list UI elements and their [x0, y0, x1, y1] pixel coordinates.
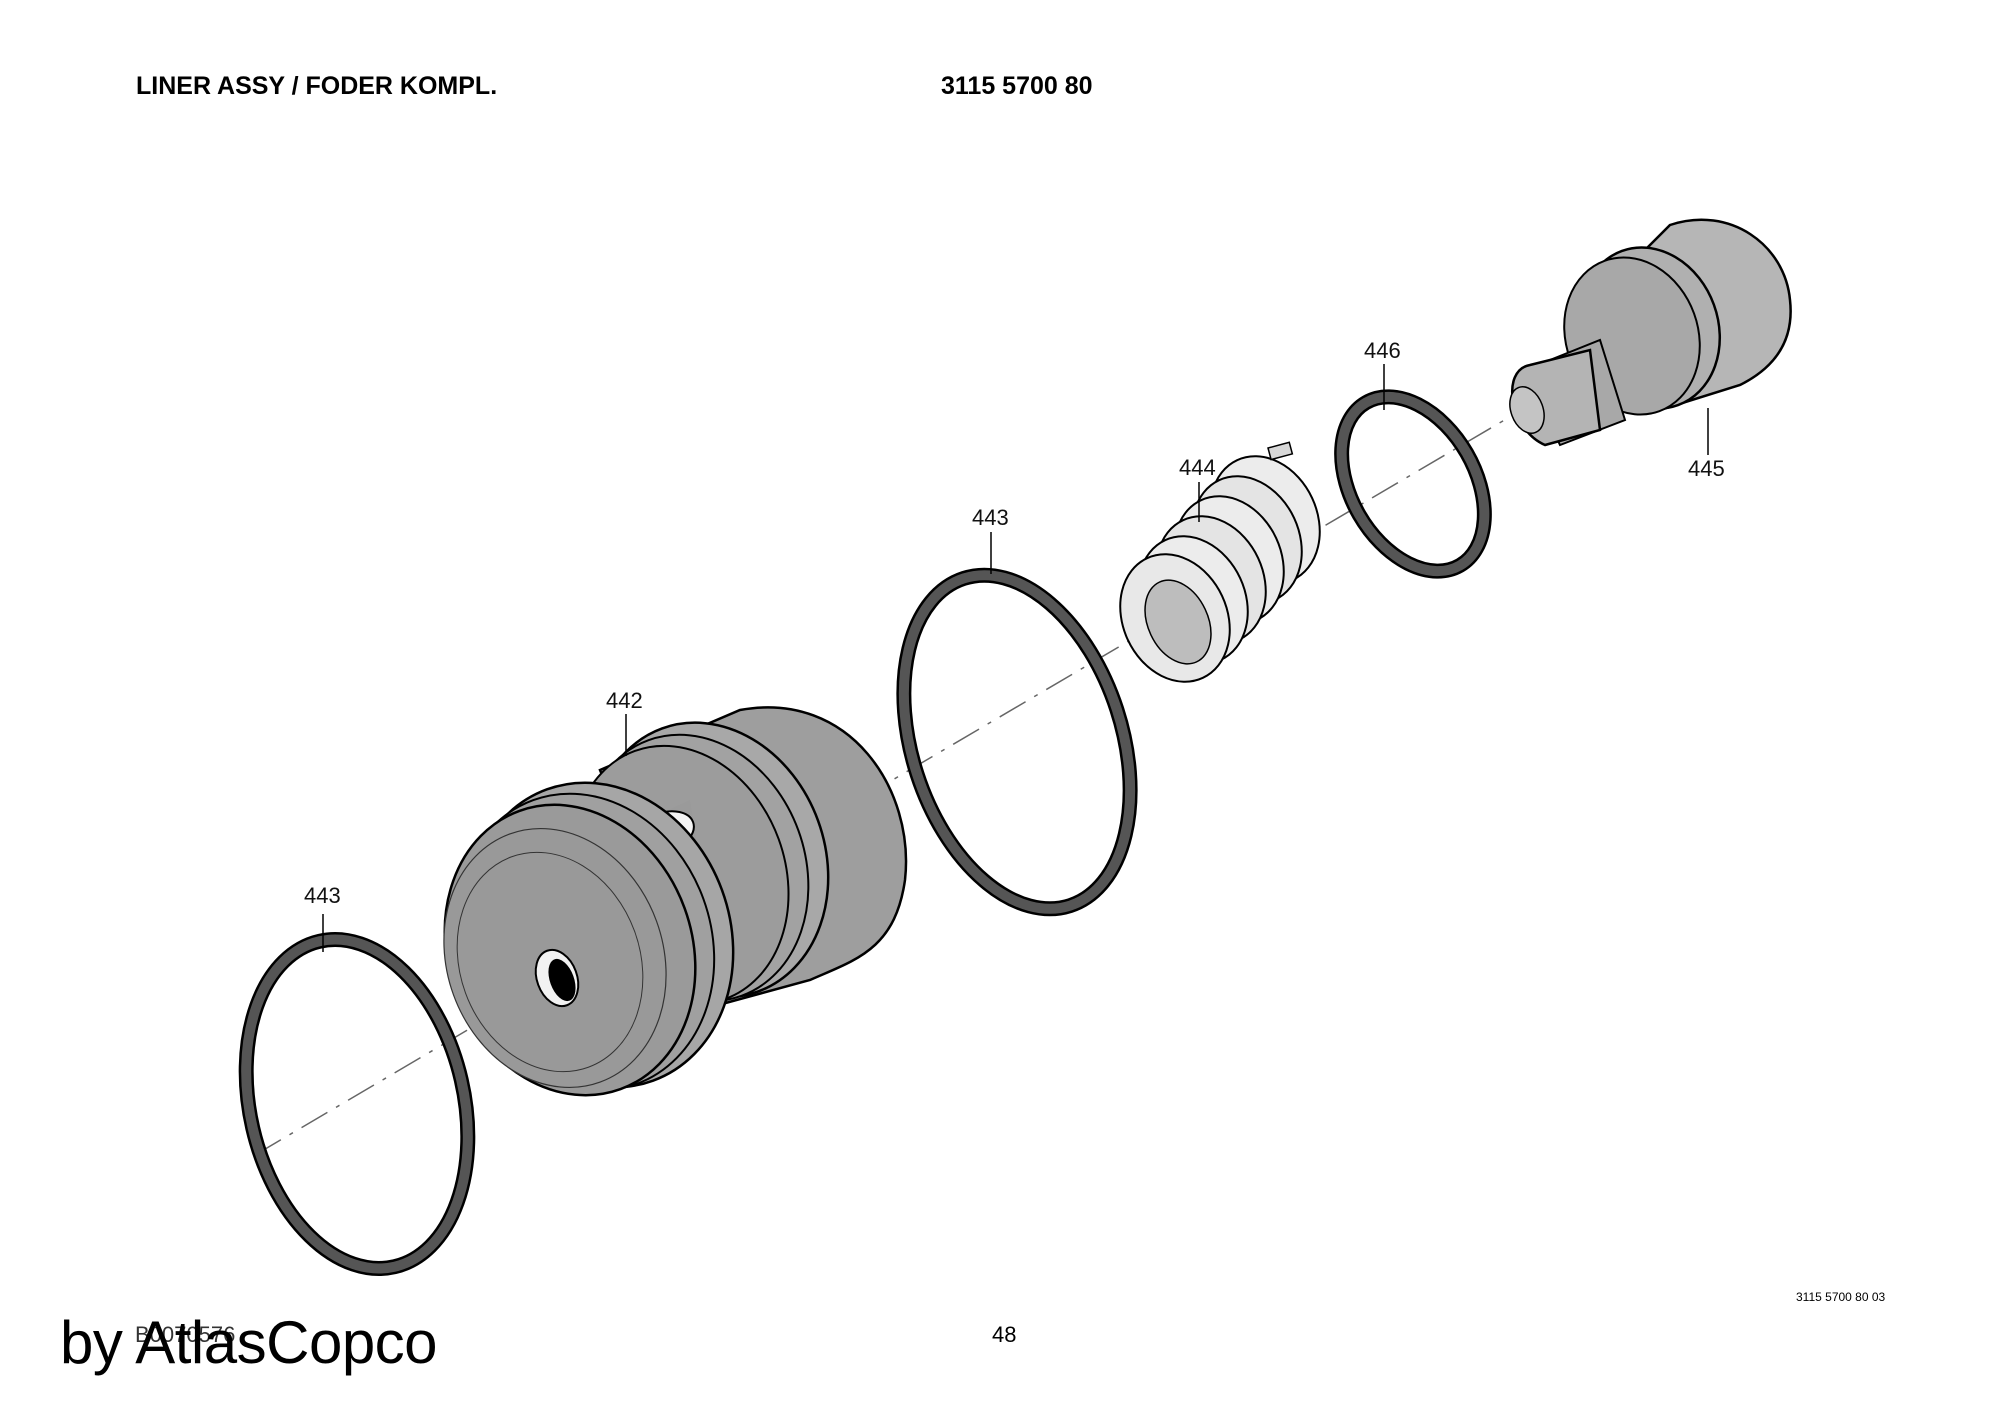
part-number: 3115 5700 80: [941, 72, 1093, 100]
drawing-code: B0070576: [135, 1322, 236, 1347]
callout-446: 446: [1364, 338, 1401, 363]
plug-445[interactable]: [1504, 218, 1792, 447]
callout-443-left: 443: [304, 883, 341, 908]
watermark: by AtlasCopco: [60, 1309, 438, 1376]
o-ring-443-right[interactable]: [864, 546, 1170, 938]
callout-442: 442: [606, 688, 643, 713]
callout-445: 445: [1688, 456, 1725, 481]
spring-444[interactable]: [1100, 438, 1340, 700]
callout-444: 444: [1179, 455, 1216, 480]
page-title: LINER ASSY / FODER KOMPL.: [136, 72, 498, 100]
page-number: 48: [992, 1322, 1017, 1347]
reference-number: 3115 5700 80 03: [1796, 1290, 1886, 1304]
o-ring-443-left[interactable]: [215, 917, 499, 1291]
callout-443-right: 443: [972, 505, 1009, 530]
liner-body-442[interactable]: [405, 689, 908, 1131]
o-ring-446[interactable]: [1312, 372, 1513, 597]
